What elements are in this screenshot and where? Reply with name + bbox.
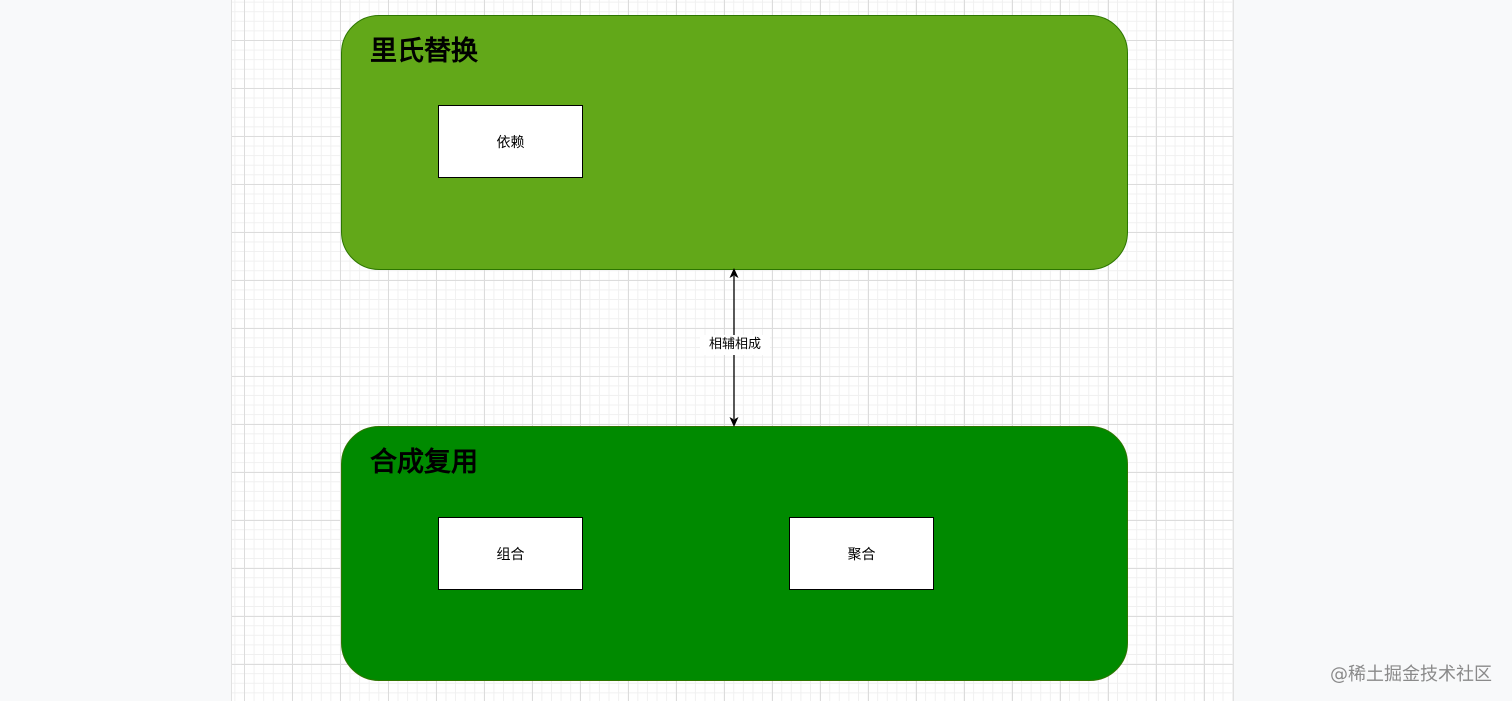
group-title: 合成复用 bbox=[370, 447, 478, 478]
group-composite-reuse[interactable]: 合成复用 组合 聚合 bbox=[341, 426, 1128, 681]
arrowhead-down-icon bbox=[729, 417, 739, 427]
arrowhead-up-icon bbox=[729, 268, 739, 278]
group-title: 里氏替换 bbox=[370, 36, 478, 67]
edge-label: 相辅相成 bbox=[700, 335, 770, 355]
watermark: @稀土掘金技术社区 bbox=[1330, 664, 1492, 685]
group-liskov-substitution[interactable]: 里氏替换 依赖 bbox=[341, 15, 1128, 270]
node-dependency[interactable]: 依赖 bbox=[438, 105, 583, 178]
node-aggregation[interactable]: 聚合 bbox=[789, 517, 934, 590]
node-composition[interactable]: 组合 bbox=[438, 517, 583, 590]
